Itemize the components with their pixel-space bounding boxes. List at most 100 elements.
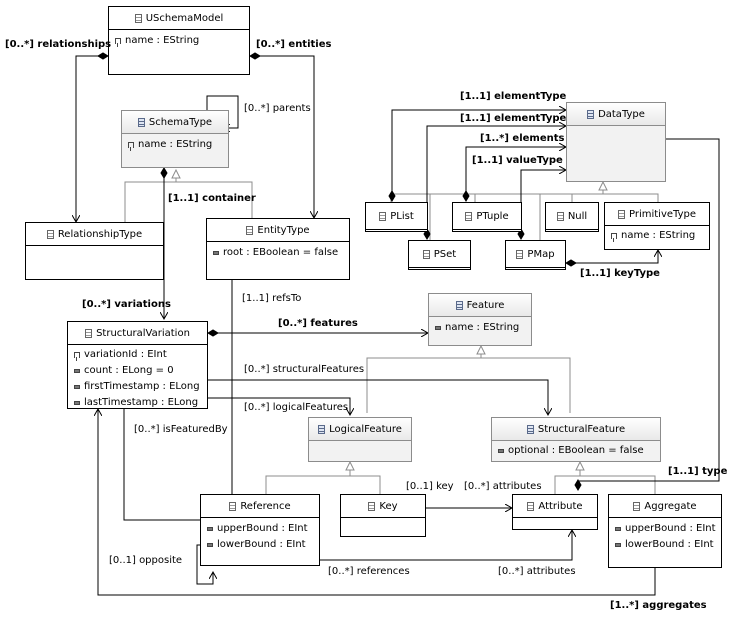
key-icon	[611, 233, 617, 242]
class-attribute[interactable]: Attribute	[512, 494, 598, 530]
attribute-row[interactable]: name : EString	[435, 320, 531, 336]
attribute-icon	[74, 401, 80, 405]
class-name: LogicalFeature	[329, 423, 402, 435]
class-header: Reference	[201, 495, 319, 518]
class-pmap[interactable]: PMap	[505, 240, 566, 270]
attribute-row[interactable]: optional : EBoolean = false	[498, 443, 660, 459]
label-parents: [0..*] parents	[244, 103, 311, 114]
class-icon	[556, 211, 564, 221]
attribute-row[interactable]: name : EString	[115, 33, 249, 49]
class-ptuple[interactable]: PTuple	[452, 202, 522, 232]
label-relationships: [0..*] relationships	[5, 39, 112, 50]
label-elementtype-2: [1..1] elementType	[460, 113, 567, 124]
class-null[interactable]: Null	[545, 202, 599, 232]
attribute-row[interactable]: lowerBound : EInt	[207, 537, 319, 553]
class-structuralfeature[interactable]: StructuralFeature optional : EBoolean = …	[491, 417, 661, 462]
class-datatype[interactable]: DataType	[566, 102, 666, 182]
class-name: PrimitiveType	[628, 208, 696, 220]
attribute-row[interactable]: lowerBound : EInt	[615, 537, 721, 553]
label-elements: [1..*] elements	[480, 133, 565, 144]
class-name: PList	[390, 210, 414, 222]
class-uschemamodel[interactable]: USchemaModel name : EString	[108, 6, 250, 75]
attribute-icon	[74, 385, 80, 389]
class-header: Aggregate	[609, 495, 721, 518]
class-header: PMap	[506, 241, 565, 268]
class-icon	[465, 211, 473, 221]
class-header: Key	[341, 495, 425, 518]
class-name: Feature	[466, 299, 505, 311]
class-name: RelationshipType	[57, 228, 143, 240]
class-header: SchemaType	[122, 111, 228, 134]
attribute-row[interactable]: name : EString	[128, 137, 228, 153]
class-name: Key	[379, 500, 398, 512]
attribute-row[interactable]: name : EString	[611, 228, 709, 244]
class-icon	[85, 328, 93, 338]
class-icon	[633, 501, 641, 511]
class-icon	[527, 501, 535, 511]
class-name: PMap	[527, 248, 555, 260]
class-icon	[526, 424, 534, 434]
label-keytype: [1..1] keyType	[580, 268, 660, 279]
class-logicalfeature[interactable]: LogicalFeature	[308, 417, 412, 462]
attribute-row[interactable]: variationId : EInt	[74, 347, 207, 363]
class-plist[interactable]: PList	[365, 202, 428, 232]
attribute-icon	[615, 527, 621, 531]
attribute-row[interactable]: upperBound : EInt	[615, 521, 721, 537]
class-structuralvariation[interactable]: StructuralVariation variationId : EInt c…	[67, 321, 208, 409]
class-header: PList	[366, 203, 427, 230]
class-header: DataType	[567, 103, 665, 126]
label-refsto: [1..1] refsTo	[242, 293, 302, 304]
attribute-icon	[615, 543, 621, 547]
class-header: PTuple	[453, 203, 521, 230]
label-entities: [0..*] entities	[256, 39, 332, 50]
class-name: StructuralVariation	[96, 327, 190, 339]
class-icon	[46, 229, 54, 239]
class-header: RelationshipType	[26, 223, 163, 246]
class-reference[interactable]: Reference upperBound : EInt lowerBound :…	[200, 494, 320, 566]
class-name: PTuple	[476, 210, 509, 222]
attribute-row[interactable]: lastTimestamp : ELong	[74, 395, 207, 411]
class-header: PrimitiveType	[605, 203, 709, 226]
class-schematype[interactable]: SchemaType name : EString	[121, 110, 229, 168]
label-variations: [0..*] variations	[82, 299, 171, 310]
class-header: PSet	[409, 241, 470, 268]
label-references: [0..*] references	[328, 566, 410, 577]
class-primitivetype[interactable]: PrimitiveType name : EString	[604, 202, 710, 250]
label-key: [0..1] key	[406, 481, 454, 492]
attribute-row[interactable]: count : ELong = 0	[74, 363, 207, 379]
class-aggregate[interactable]: Aggregate upperBound : EInt lowerBound :…	[608, 494, 722, 568]
class-name: DataType	[598, 108, 645, 120]
attribute-icon	[74, 369, 80, 373]
class-relationshiptype[interactable]: RelationshipType	[25, 222, 164, 280]
class-name: USchemaModel	[145, 12, 224, 24]
class-icon	[617, 209, 625, 219]
attribute-row[interactable]: root : EBoolean = false	[213, 245, 349, 261]
label-opposite: [0..1] opposite	[109, 555, 183, 566]
label-features: [0..*] features	[278, 318, 358, 329]
class-key[interactable]: Key	[340, 494, 426, 537]
label-logicalfeatures: [0..*] logicalFeatures	[244, 402, 349, 413]
class-header: LogicalFeature	[309, 418, 411, 441]
class-pset[interactable]: PSet	[408, 240, 471, 270]
label-isfeaturedby: [0..*] isFeaturedBy	[134, 424, 228, 435]
class-header: Feature	[429, 294, 531, 317]
attribute-row[interactable]: firstTimestamp : ELong	[74, 379, 207, 395]
association-edges	[76, 56, 720, 596]
label-elementtype-1: [1..1] elementType	[460, 91, 567, 102]
class-icon	[134, 13, 142, 23]
attribute-row[interactable]: upperBound : EInt	[207, 521, 319, 537]
class-header: USchemaModel	[109, 7, 249, 30]
class-entitytype[interactable]: EntityType root : EBoolean = false	[206, 218, 350, 280]
class-name: EntityType	[257, 224, 310, 236]
class-name: PSet	[433, 248, 457, 260]
class-header: Attribute	[513, 495, 597, 518]
class-feature[interactable]: Feature name : EString	[428, 293, 532, 346]
label-attributes-bottom: [0..*] attributes	[498, 566, 576, 577]
class-name: Attribute	[538, 500, 583, 512]
label-type: [1..1] type	[668, 466, 728, 477]
class-name: SchemaType	[148, 116, 213, 128]
class-header: StructuralFeature	[492, 418, 660, 441]
class-icon	[516, 249, 524, 259]
